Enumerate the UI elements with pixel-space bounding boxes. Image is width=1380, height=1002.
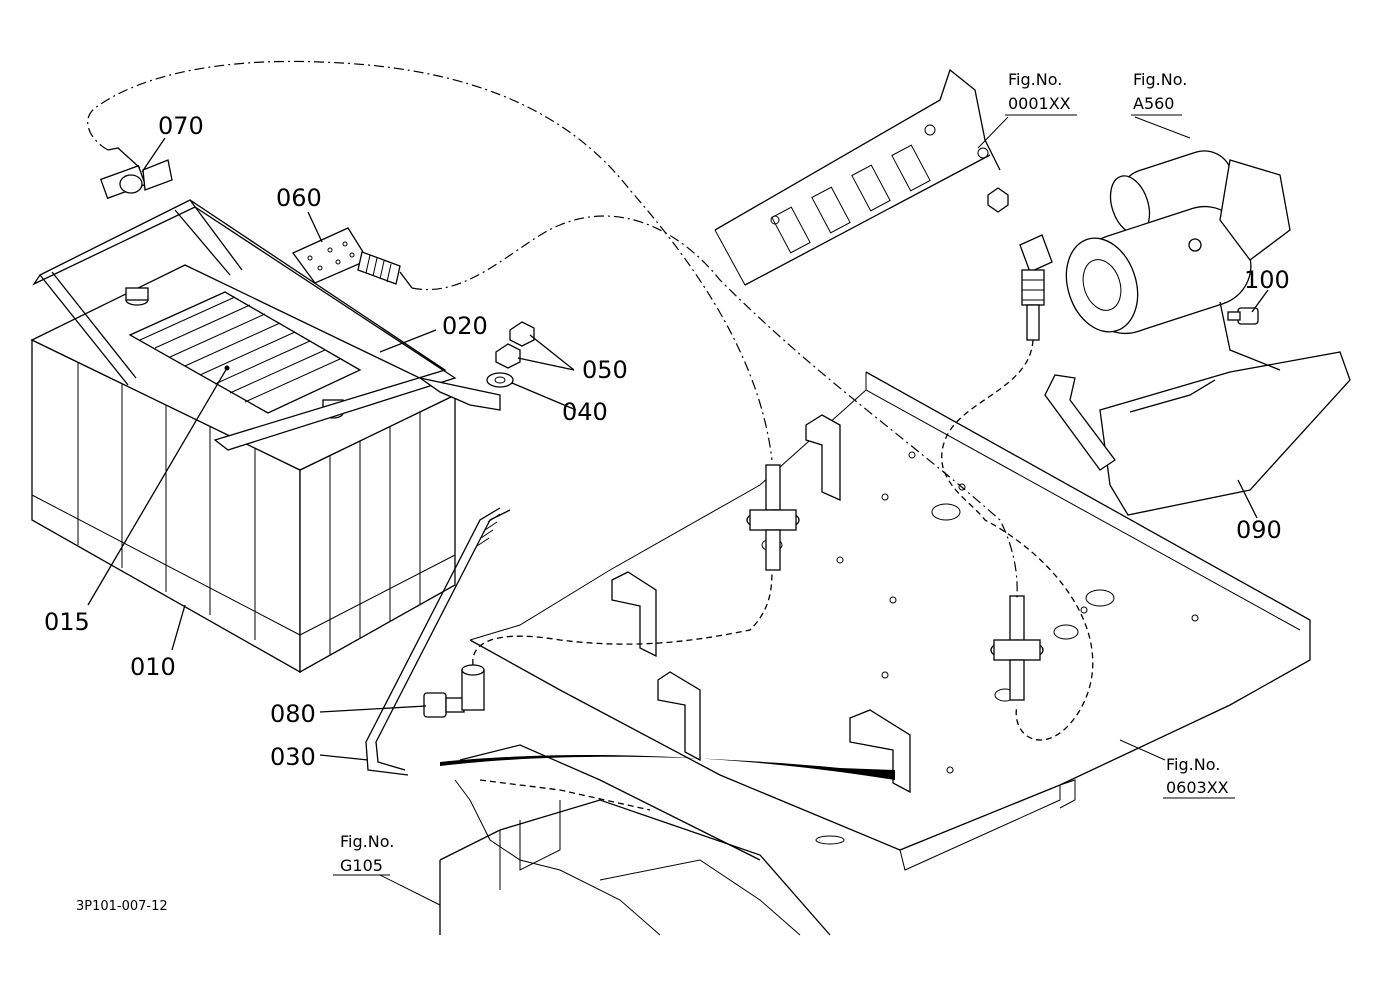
svg-text:0603XX: 0603XX bbox=[1166, 778, 1229, 797]
svg-text:Fig.No.: Fig.No. bbox=[1166, 755, 1220, 774]
nuts[interactable] bbox=[495, 321, 535, 369]
label-080: 080 bbox=[270, 700, 316, 728]
starter-cover[interactable] bbox=[1044, 301, 1351, 516]
svg-text:A560: A560 bbox=[1133, 94, 1174, 113]
ground-bolt[interactable] bbox=[423, 664, 485, 718]
label-020: 020 bbox=[442, 312, 488, 340]
battery-holder-bracket[interactable] bbox=[32, 199, 501, 451]
label-040: 040 bbox=[562, 398, 608, 426]
svg-text:Fig.No.: Fig.No. bbox=[340, 832, 394, 851]
engine-block bbox=[714, 68, 1001, 286]
label-070: 070 bbox=[158, 112, 204, 140]
rubber-mount-left bbox=[746, 464, 800, 571]
battery[interactable] bbox=[30, 264, 457, 674]
label-015: 015 bbox=[44, 608, 90, 636]
negative-terminal-clamp[interactable] bbox=[99, 147, 173, 200]
fig-ref-a560[interactable]: Fig.No. A560 bbox=[1133, 70, 1187, 113]
frame-lower bbox=[439, 744, 1076, 936]
cover-bolt[interactable] bbox=[1227, 307, 1259, 325]
hold-down-rod[interactable] bbox=[365, 507, 511, 776]
label-050: 050 bbox=[582, 356, 628, 384]
sensor-cable bbox=[941, 339, 1094, 741]
fig-ref-0001xx[interactable]: Fig.No. 0001XX bbox=[1008, 70, 1071, 113]
assembly-arrow bbox=[440, 755, 895, 780]
starter-safety-switch bbox=[987, 187, 1053, 341]
battery-positive-cable bbox=[411, 215, 1018, 601]
battery-hatch-panel bbox=[128, 291, 362, 414]
ground-cable bbox=[472, 569, 773, 666]
washer[interactable] bbox=[486, 372, 514, 388]
fig-ref-0603xx[interactable]: Fig.No. 0603XX bbox=[1166, 755, 1229, 797]
svg-text:Fig.No.: Fig.No. bbox=[1133, 70, 1187, 89]
svg-text:0001XX: 0001XX bbox=[1008, 94, 1071, 113]
label-090: 090 bbox=[1236, 516, 1282, 544]
svg-text:G105: G105 bbox=[340, 856, 383, 875]
rubber-mount-right bbox=[990, 595, 1044, 701]
drawing-code: 3P101-007-12 bbox=[76, 899, 168, 914]
battery-terminal-negative bbox=[125, 287, 149, 306]
fig-ref-g105[interactable]: Fig.No. G105 bbox=[340, 832, 394, 875]
label-030: 030 bbox=[270, 743, 316, 771]
label-100: 100 bbox=[1244, 266, 1290, 294]
svg-text:Fig.No.: Fig.No. bbox=[1008, 70, 1062, 89]
starter-motor[interactable] bbox=[1055, 144, 1291, 344]
positive-terminal-clamp[interactable] bbox=[292, 227, 413, 289]
battery-negative-cable bbox=[87, 60, 773, 461]
label-010: 010 bbox=[130, 653, 176, 681]
label-060: 060 bbox=[276, 184, 322, 212]
plate-brackets bbox=[611, 414, 911, 794]
